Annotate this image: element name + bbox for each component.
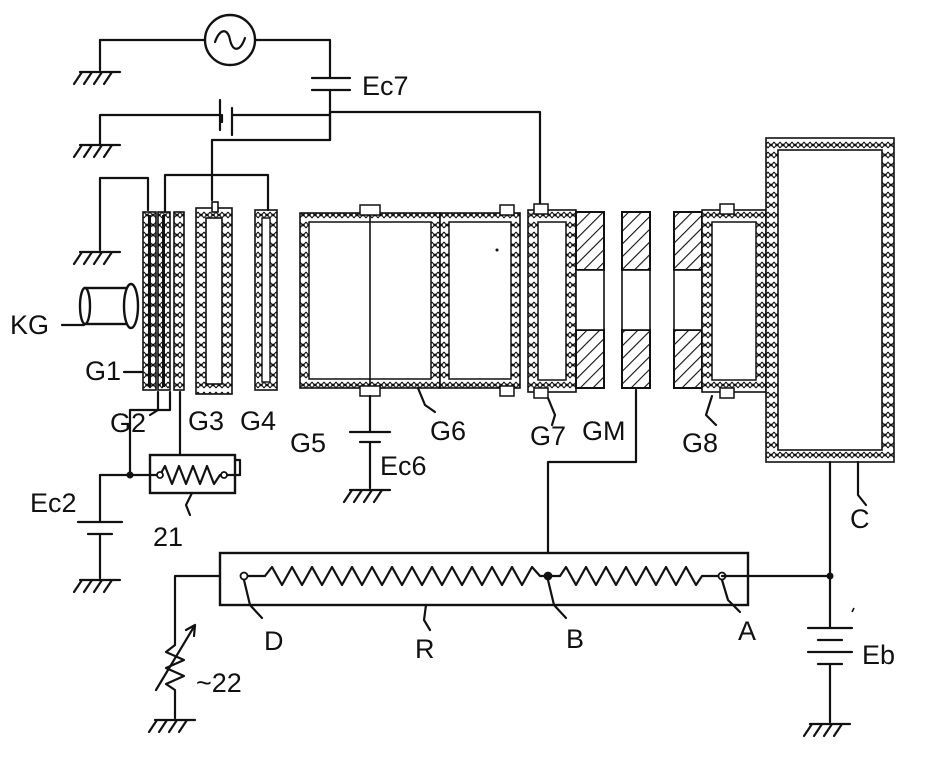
- kg-cathode: [78, 282, 140, 330]
- ec6-battery: [342, 394, 392, 504]
- r-to-22-wire: [173, 574, 222, 647]
- b-leader: [546, 578, 568, 620]
- g4-electrode: [254, 209, 278, 391]
- g3-label: G3: [188, 406, 224, 436]
- r-leader: [422, 603, 432, 632]
- d-leader: [242, 578, 264, 620]
- g4-label: G4: [240, 406, 276, 436]
- g8-electrode: [701, 203, 767, 399]
- gm-electrode: [621, 211, 651, 389]
- g7-leader: [546, 396, 557, 427]
- r-label: R: [415, 634, 435, 664]
- c-electrode: [765, 137, 895, 463]
- g7-hatched-lens: [575, 211, 605, 389]
- g7-label: G7: [530, 421, 566, 451]
- ec2-label: Ec2: [30, 488, 77, 518]
- dc-source-branch: [72, 98, 332, 159]
- g6-leader: [416, 386, 437, 414]
- label-21: 21: [153, 522, 183, 552]
- resistor-r: [218, 551, 750, 607]
- g5-label: G5: [290, 428, 326, 458]
- g3-supply-wire: [210, 110, 332, 202]
- a-label: A: [738, 616, 756, 646]
- g2-g4-supply-wire: [163, 173, 270, 214]
- g6-label: G6: [430, 416, 466, 446]
- label-22: ~22: [196, 668, 242, 698]
- variable-resistor-22: [147, 623, 197, 734]
- gm-label: GM: [582, 416, 626, 446]
- kg-label: KG: [10, 310, 49, 340]
- ac-source-icon: [203, 13, 257, 67]
- thin-electrode: [173, 211, 185, 391]
- g2-leader: [148, 390, 160, 417]
- g6-second-cylinder: [439, 204, 521, 397]
- a-leader: [720, 578, 742, 614]
- g3-electrode: [195, 201, 233, 395]
- g5-g6-cylinder: [299, 204, 441, 397]
- g8-label: G8: [682, 428, 718, 458]
- g8-leader: [704, 394, 718, 427]
- eb-battery: [802, 574, 855, 738]
- gm-supply-wire: [546, 388, 638, 578]
- g2-label: G2: [110, 408, 146, 438]
- resistor-21: [148, 453, 237, 495]
- c-leader: [856, 460, 868, 507]
- g7-supply-wire: [328, 110, 542, 207]
- ac-source-branch: [72, 38, 332, 86]
- g1-ground-wire: [72, 176, 150, 266]
- g7-electrode: [527, 203, 577, 399]
- d-label: D: [264, 626, 284, 656]
- g8-hatched-lens: [673, 211, 703, 389]
- g1-label: G1: [85, 356, 121, 386]
- ec6-label: Ec6: [380, 451, 427, 481]
- label-21-leader: [184, 491, 194, 517]
- b-label: B: [566, 624, 584, 654]
- eb-label: Eb: [862, 640, 895, 670]
- ec7-label: Ec7: [362, 71, 409, 101]
- c-label: C: [850, 504, 870, 534]
